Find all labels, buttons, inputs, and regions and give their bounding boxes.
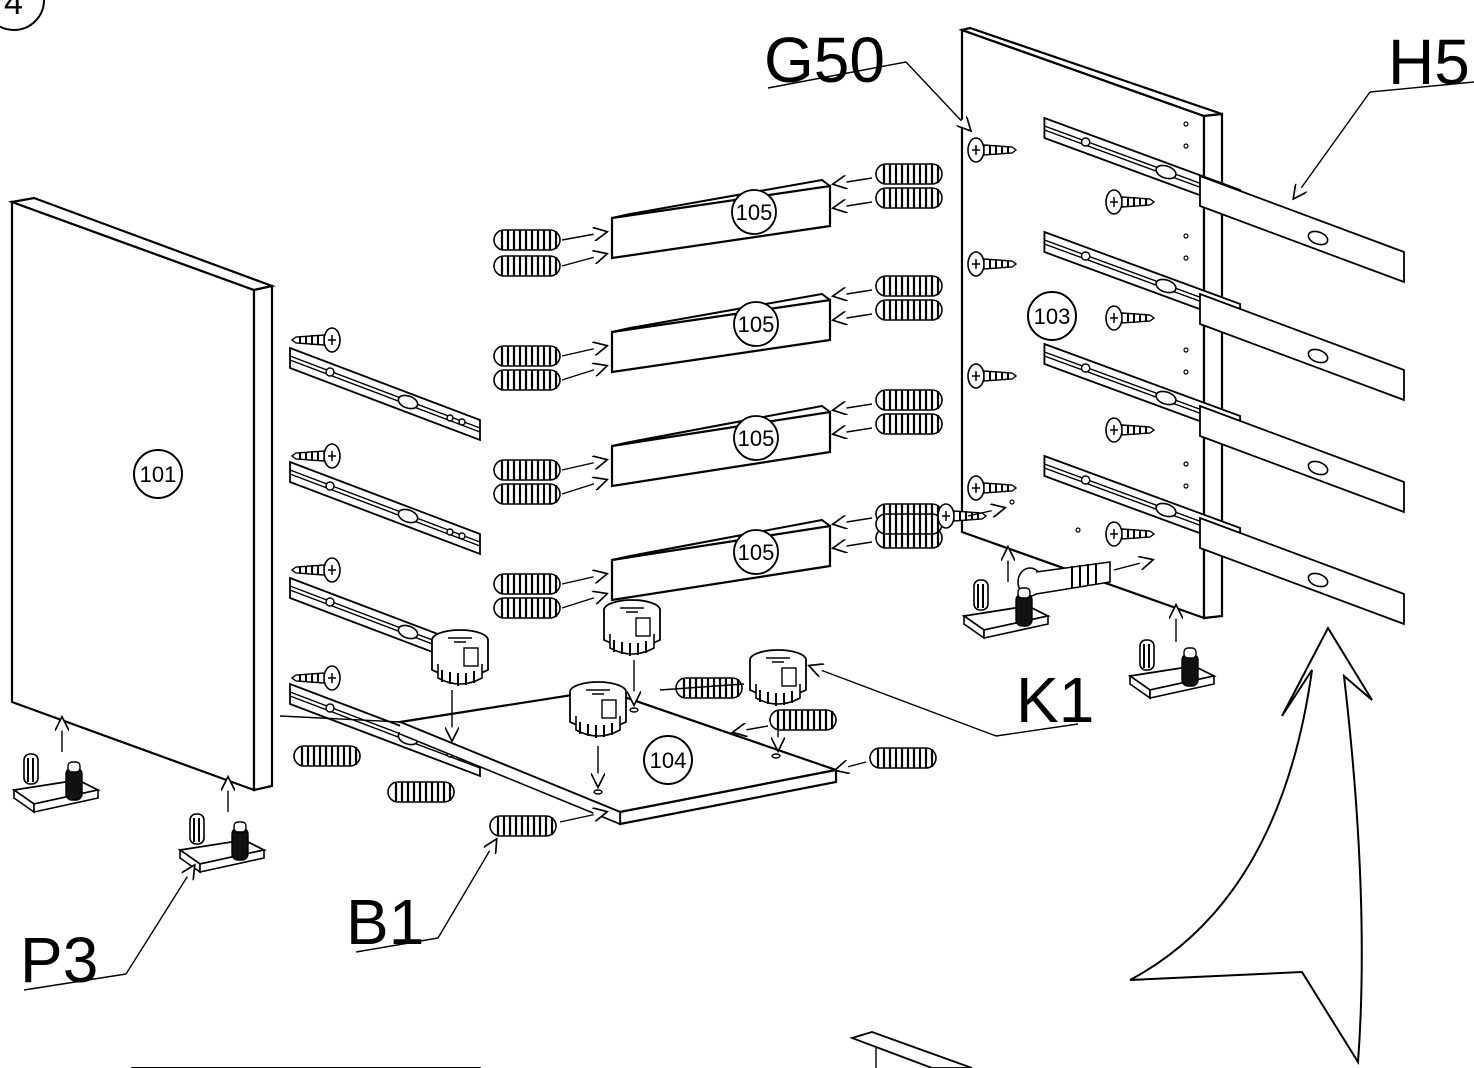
step-number: 4 — [4, 0, 23, 22]
part-circle-104 — [643, 735, 693, 785]
callout-g50: G50 — [764, 24, 970, 130]
callout-k1: K1 — [810, 664, 1094, 737]
part-label-103: 103 — [1034, 304, 1071, 329]
step-number-badge: 4 — [0, 0, 45, 31]
right-feet — [963, 548, 1215, 699]
rail-4: 105 — [492, 502, 944, 620]
left-feet — [13, 718, 265, 873]
callout-k1-label: K1 — [1016, 664, 1094, 736]
rail-3: 105 — [492, 388, 944, 506]
callout-p3-label: P3 — [20, 924, 98, 996]
callout-g50-label: G50 — [764, 24, 885, 96]
callout-b1: B1 — [346, 840, 496, 958]
loose-dowels — [279, 676, 938, 838]
right-side-panel: 103 — [958, 26, 1224, 620]
callout-p3: P3 — [20, 866, 194, 996]
part-label-101: 101 — [140, 462, 177, 487]
rail-label-1: 105 — [736, 200, 773, 225]
left-side-panel: 101 — [7, 196, 276, 792]
partial-bottom-parts — [131, 1031, 973, 1068]
rotate-arrow — [1129, 625, 1373, 1066]
rail-1: 105 — [492, 162, 944, 278]
part-circle-103 — [1027, 291, 1077, 341]
bottom-panel: 104 — [395, 688, 841, 826]
callout-h5: H5 — [1294, 26, 1474, 198]
part-circle-101 — [133, 449, 183, 499]
rail-label-3: 105 — [738, 426, 775, 451]
callout-b1-label: B1 — [346, 886, 424, 958]
callout-h5-label: H5 — [1388, 26, 1470, 98]
rail-label-4: 105 — [738, 540, 775, 565]
part-label-104: 104 — [650, 748, 687, 773]
rails: 105 105 105 — [492, 162, 944, 620]
right-runners — [967, 117, 1405, 626]
rail-label-2: 105 — [738, 312, 775, 337]
rail-2: 105 — [492, 274, 944, 392]
